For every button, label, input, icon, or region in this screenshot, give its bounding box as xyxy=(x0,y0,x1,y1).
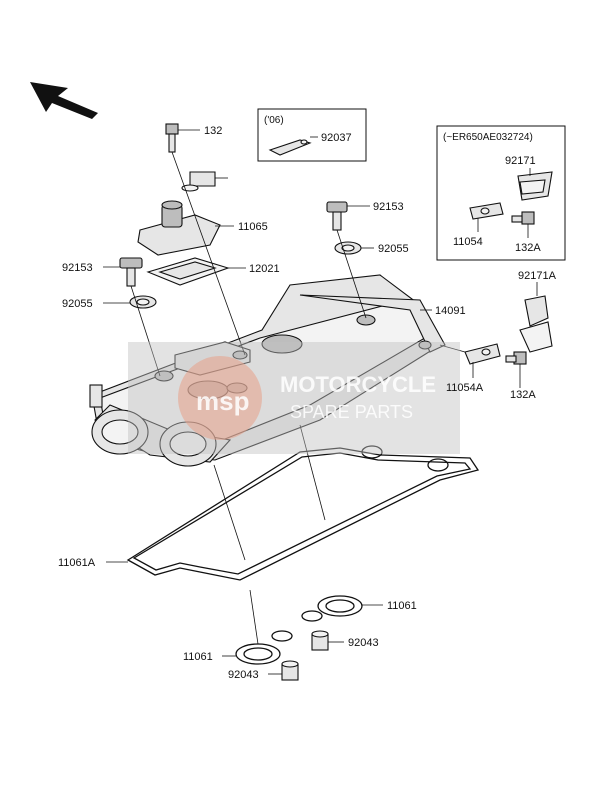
washer-92055-left xyxy=(129,295,157,309)
callout-132A: 132A xyxy=(510,389,536,401)
washer-92055-right xyxy=(334,241,362,255)
callout-92153-left: 92153 xyxy=(62,262,93,274)
head-cover-gasket xyxy=(126,445,480,581)
callout-92037: 92037 xyxy=(321,132,352,144)
bolt-132A xyxy=(505,351,527,365)
callout-132A-inset: 132A xyxy=(515,242,541,254)
inset-year-06: ('06) xyxy=(257,108,367,162)
leader-lines xyxy=(103,129,538,675)
watermark-logo-text: msp xyxy=(196,386,249,416)
breather-cover xyxy=(137,200,221,256)
inset-serial: (~ER650AE032724) xyxy=(436,125,566,261)
plug-gasket-11061-left xyxy=(235,630,293,665)
collar-92043-right xyxy=(311,630,329,651)
callout-92055-left: 92055 xyxy=(62,298,93,310)
watermark-brand: MOTORCYCLE xyxy=(280,372,436,397)
callout-11054A: 11054A xyxy=(446,382,484,394)
bracket-11054A xyxy=(464,343,501,365)
collar-92043-left xyxy=(281,660,299,681)
callout-11061A: 11061A xyxy=(58,557,96,569)
callout-92171A: 92171A xyxy=(518,270,557,282)
watermark-logo-icon xyxy=(178,356,262,440)
callout-12021: 12021 xyxy=(249,263,280,275)
breather-cover-gasket xyxy=(146,257,230,286)
callout-11065: 11065 xyxy=(238,221,268,233)
cylinder-head-cover xyxy=(89,274,446,467)
callout-92055-top: 92055 xyxy=(378,243,409,255)
inset-serial-title: (~ER650AE032724) xyxy=(443,132,533,143)
bolt-92153-left xyxy=(119,257,143,287)
bolt-92153-right xyxy=(326,201,348,231)
callout-11054: 11054 xyxy=(453,236,483,248)
clamp-bracket xyxy=(181,171,216,192)
plug-gasket-11061-right xyxy=(301,595,363,622)
clamp-92171A xyxy=(519,295,553,353)
inset-year-title: ('06) xyxy=(264,115,284,126)
callout-11061-right: 11061 xyxy=(387,600,417,612)
watermark: msp MOTORCYCLE SPARE PARTS xyxy=(128,342,460,454)
watermark-sub: SPARE PARTS xyxy=(290,402,413,422)
callout-14091: 14091 xyxy=(435,305,466,317)
front-direction-arrow-icon xyxy=(30,82,98,119)
callout-11061-left: 11061 xyxy=(183,651,213,663)
callout-92153-top: 92153 xyxy=(373,201,404,213)
callout-132: 132 xyxy=(204,125,222,137)
callout-92171: 92171 xyxy=(505,155,536,167)
callout-92043-right: 92043 xyxy=(348,637,379,649)
bolt-132 xyxy=(165,123,179,153)
callout-labels: 132 92037 11065 92153 92055 12021 92153 … xyxy=(58,125,557,681)
callout-92043-left: 92043 xyxy=(228,669,259,681)
